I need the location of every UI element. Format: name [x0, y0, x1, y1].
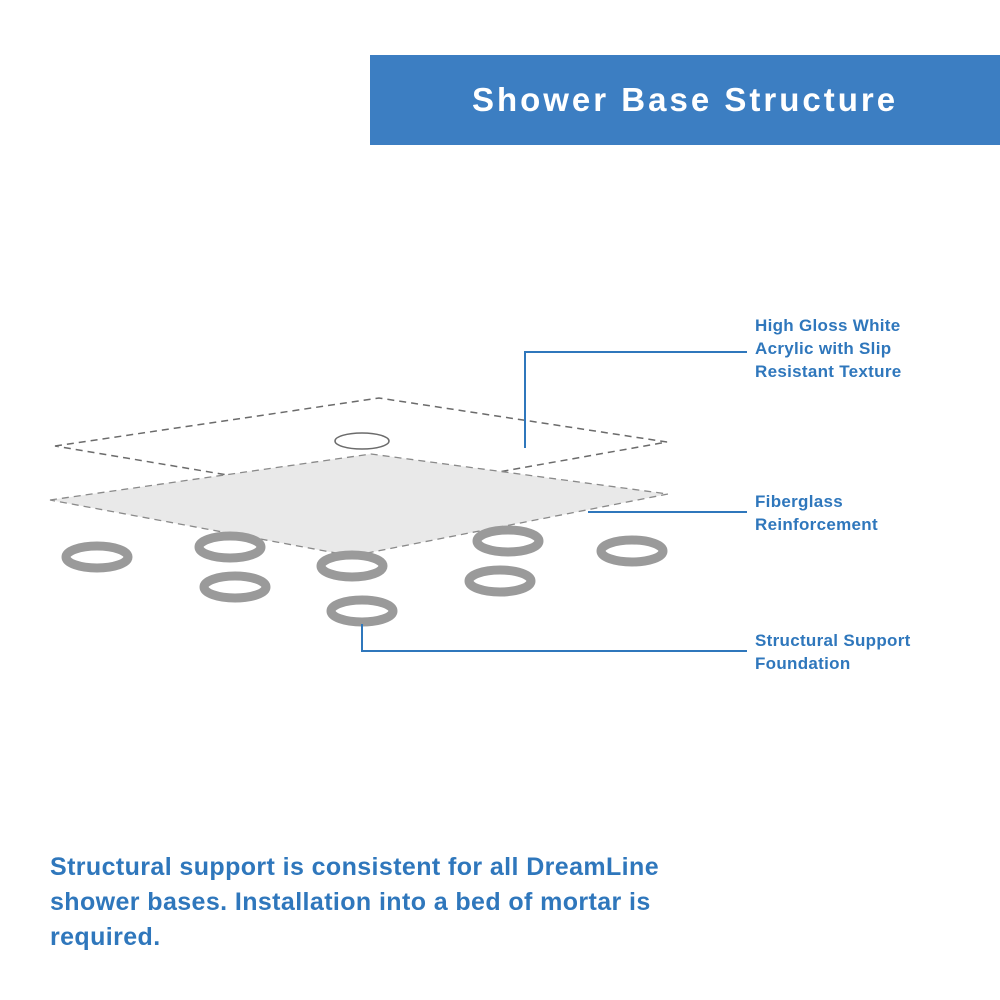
foundation-callout-line — [361, 624, 747, 652]
support-ring — [326, 595, 398, 627]
callout-line: Reinforcement — [755, 515, 878, 534]
footer-note: Structural support is consistent for all… — [50, 853, 660, 951]
callout-line: High Gloss White — [755, 316, 901, 335]
support-ring — [61, 541, 133, 573]
fiberglass-callout-label: Fiberglass Reinforcement — [755, 490, 878, 536]
foundation-callout-label: Structural Support Foundation — [755, 629, 911, 675]
callout-line: Resistant Texture — [755, 362, 902, 381]
callout-line: Structural Support — [755, 631, 911, 650]
callout-line: Acrylic with Slip — [755, 339, 892, 358]
support-ring — [316, 550, 388, 582]
page-title: Shower Base Structure — [471, 81, 899, 118]
drain-hole — [334, 432, 390, 450]
title-banner: Shower Base Structure — [370, 55, 1000, 145]
support-rings — [61, 525, 668, 627]
fiberglass-layer — [49, 453, 669, 557]
support-ring — [472, 525, 544, 557]
support-ring — [464, 565, 536, 597]
acrylic-callout-label: High Gloss White Acrylic with Slip Resis… — [755, 314, 902, 383]
support-ring — [596, 535, 668, 567]
acrylic-callout-line — [524, 351, 747, 448]
callout-line: Foundation — [755, 654, 851, 673]
callout-line: Fiberglass — [755, 492, 844, 511]
support-ring — [199, 571, 271, 603]
support-ring — [194, 531, 266, 563]
